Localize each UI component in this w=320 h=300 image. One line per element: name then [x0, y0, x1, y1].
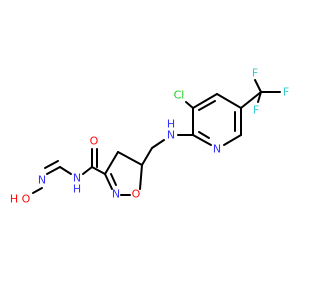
- bond-pyr-c4-c3-double: [198, 100, 216, 111]
- bond-nh-ch: [59, 166, 72, 175]
- molecule-structure-diagram: F F F Cl N H N O N H N N O H O: [10, 67, 289, 206]
- fluorine-label-lower: F: [253, 104, 259, 117]
- bond-iso-o-c5: [139, 164, 143, 190]
- hydroxyl-hydrogen-label: H: [10, 193, 18, 206]
- bond-iso-c5-c4: [117, 151, 143, 166]
- bonds: [32, 79, 281, 196]
- bond-carbonyl-nh: [82, 166, 93, 175]
- bond-pyr-c2-n-double: [198, 131, 210, 139]
- amine-hydrogen-label: H: [167, 118, 175, 131]
- bond-n-oh: [32, 187, 43, 194]
- pyridine-nitrogen-label: N: [213, 143, 221, 156]
- isoxazoline-oxygen-label: O: [132, 188, 141, 201]
- carbonyl-oxygen-label: O: [90, 135, 99, 148]
- bond-ch-n: [46, 166, 61, 175]
- bond-cf3-ring: [240, 91, 262, 109]
- fluorine-label-right: F: [283, 86, 289, 99]
- hydroxyl-oxygen-label: O: [22, 193, 31, 206]
- amide-hydrogen-label: H: [73, 183, 81, 196]
- amine-nitrogen-label: N: [167, 129, 175, 142]
- bond-iso-c3-n-double: [110, 173, 117, 186]
- fluorine-label-top: F: [252, 67, 258, 80]
- bond-ch2-c5: [141, 147, 153, 166]
- oxime-nitrogen-label: N: [38, 174, 46, 187]
- isoxazoline-nitrogen-label: N: [112, 188, 120, 201]
- bond-iso-c4-c3: [104, 151, 119, 175]
- bond-pyr-c4-c3: [192, 93, 218, 109]
- bond-nh-ch2: [151, 139, 165, 149]
- bond-pyr-c5-c4: [216, 93, 242, 109]
- bond-iso-c3-n: [104, 173, 113, 190]
- bond-c3-carbonyl: [91, 166, 106, 175]
- atom-labels: F F F Cl N H N O N H N N O H O: [10, 67, 289, 206]
- bond-ch-n-double: [44, 160, 59, 169]
- bond-c3-cl: [185, 101, 194, 109]
- bond-cf3-f-top: [254, 79, 262, 93]
- chlorine-label: Cl: [174, 89, 185, 102]
- bond-pyr-n-c6: [223, 134, 242, 146]
- bond-pyr-c2-n: [192, 134, 212, 146]
- amide-nitrogen-label: N: [73, 172, 81, 185]
